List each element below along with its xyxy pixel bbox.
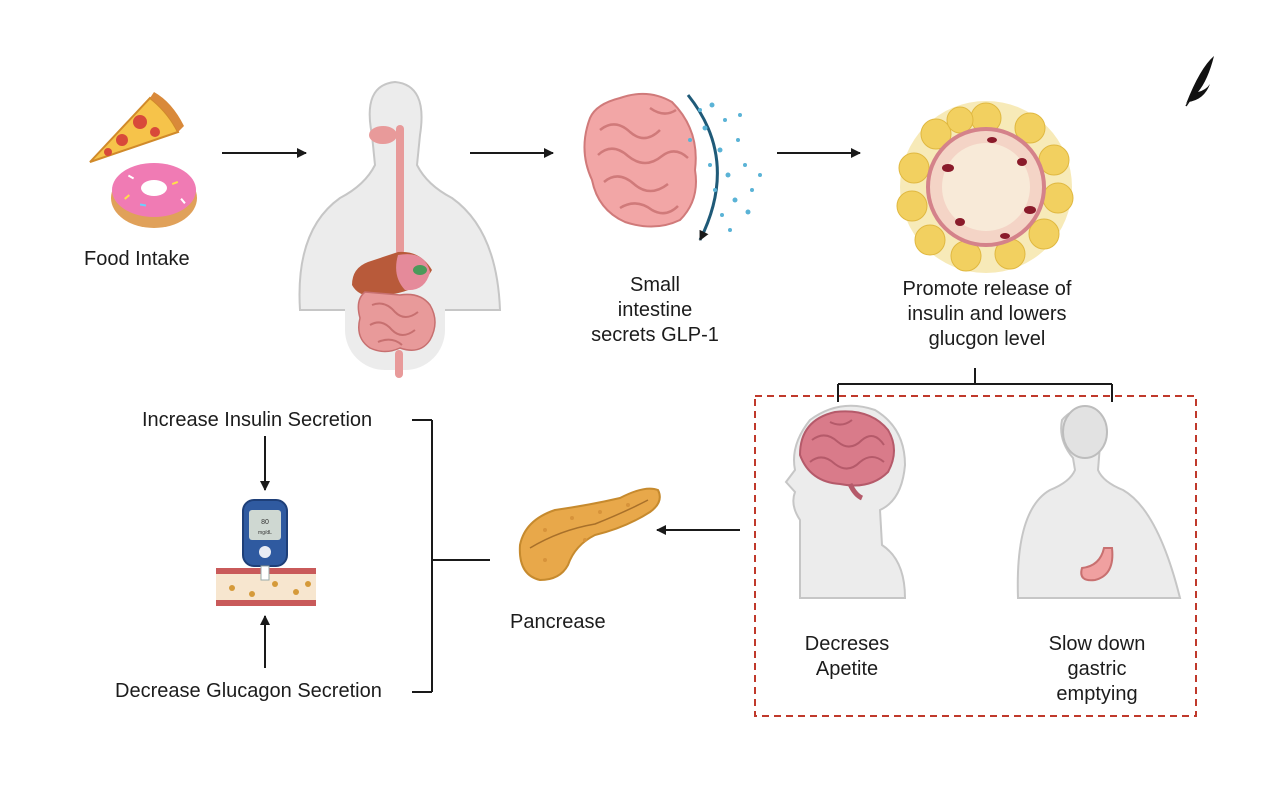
effects-bracket (837, 368, 1113, 402)
label-pancreas: Pancrease (510, 611, 606, 633)
label-small-intestine-line1: Small (629, 274, 680, 296)
label-decreases-apetite-line2: Apetite (815, 658, 879, 680)
label-food-intake: Food Intake (84, 248, 190, 270)
label-small-intestine: Small intestine secrets GLP-1 (585, 273, 725, 348)
glp1-particles (688, 102, 762, 232)
label-promote-release-line1: Promote release of (902, 278, 1072, 300)
label-promote-release-line3: glucgon level (928, 328, 1046, 350)
pancreas-icon (518, 487, 661, 582)
label-decrease-glucagon: Decrease Glucagon Secretion (115, 680, 382, 702)
label-small-intestine-line2: intestine (617, 299, 693, 321)
effects-box (754, 395, 1197, 717)
stomach-body-icon (1016, 405, 1182, 599)
label-promote-release: Promote release of insulin and lowers gl… (880, 277, 1094, 352)
label-slow-down: Slow down gastric emptying (1034, 632, 1160, 707)
feather-logo-icon (1185, 56, 1214, 107)
glucometer-reading: 80 (261, 519, 269, 526)
label-small-intestine-line3: secrets GLP-1 (591, 324, 719, 346)
label-slow-down-line2: gastric (1067, 658, 1127, 680)
label-decreases-apetite: Decreses Apetite (790, 632, 904, 682)
intestine-icon (583, 92, 719, 241)
donut-icon (111, 163, 197, 228)
label-promote-release-line2: insulin and lowers (907, 303, 1067, 325)
label-increase-insulin: Increase Insulin Secretion (142, 409, 373, 431)
brain-head-icon (784, 404, 907, 599)
glucometer-icon: 80 mg/dL (242, 499, 288, 581)
glucometer-unit: mg/dL (258, 530, 272, 536)
label-slow-down-line1: Slow down (1048, 633, 1146, 655)
islet-cell-icon (896, 101, 1074, 273)
pizza-icon (89, 92, 184, 163)
human-digestive-icon (298, 80, 502, 378)
label-slow-down-line3: emptying (1056, 683, 1138, 705)
label-decreases-apetite-line1: Decreses (804, 633, 890, 655)
left-bracket (412, 419, 433, 693)
